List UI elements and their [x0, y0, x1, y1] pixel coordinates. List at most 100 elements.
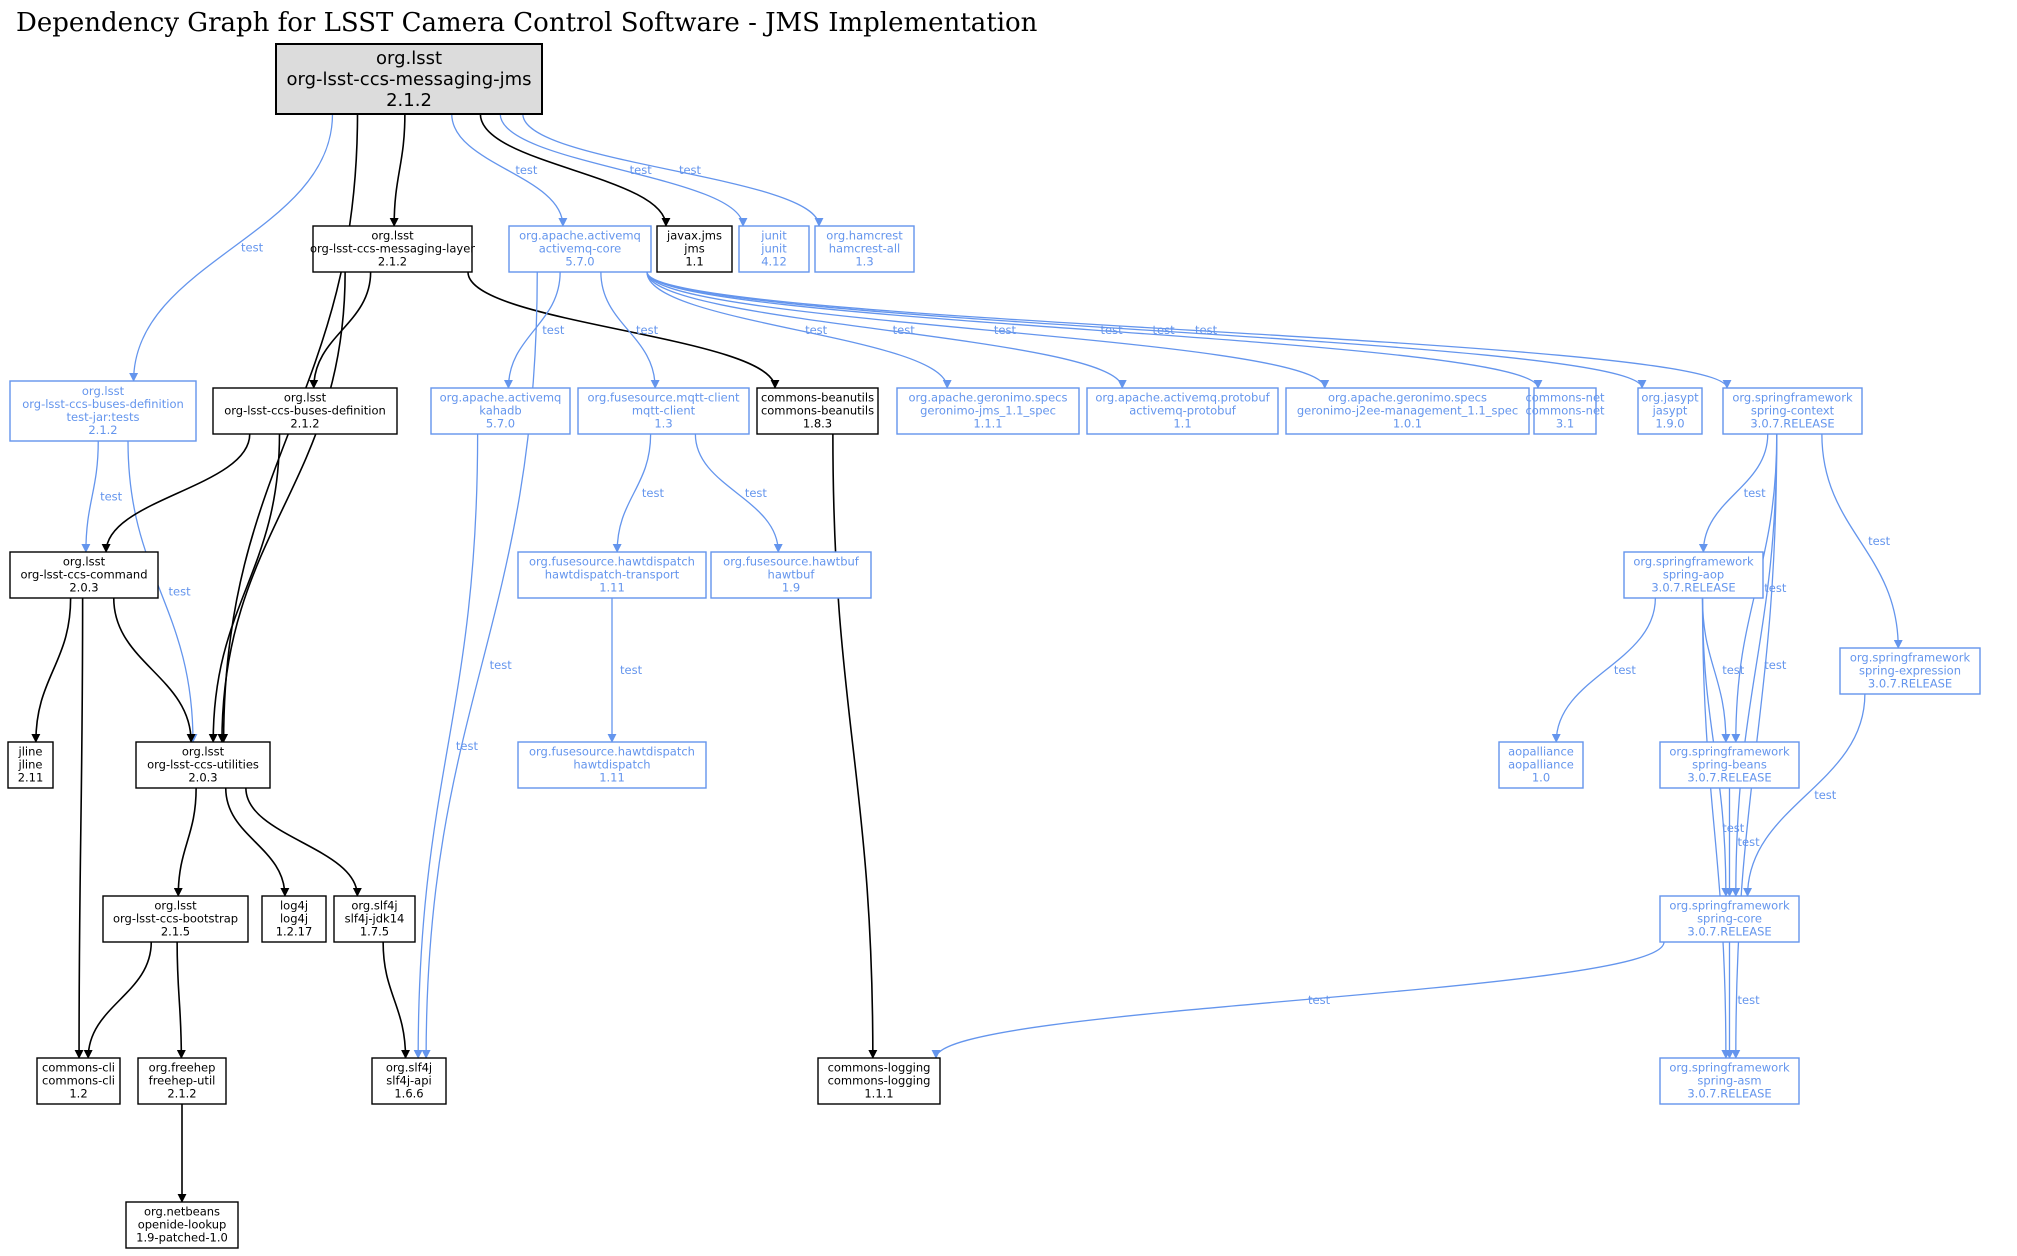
node-box-root: [275, 43, 543, 115]
edge-layer-to-beanutils: [467, 271, 780, 389]
node-root-line-0: org.lsst: [376, 48, 442, 69]
node-netbeans-line-1: openide-lookup: [138, 1218, 227, 1232]
node-kahadb-line-0: org.apache.activemq: [440, 391, 562, 405]
edge-bootstrap-to-cli: [83, 941, 153, 1059]
node-box-springcore: [1659, 895, 1800, 943]
node-hawtdispatch-line-0: org.fusesource.hawtdispatch: [529, 745, 695, 759]
node-netbeans-line-0: org.netbeans: [144, 1205, 220, 1219]
node-hdtransport-line-0: org.fusesource.hawtdispatch: [529, 555, 695, 569]
node-springbeans-line-0: org.springframework: [1669, 745, 1790, 759]
node-netbeans-line-2: 1.9-patched-1.0: [136, 1231, 228, 1245]
node-command-line-0: org.lsst: [63, 555, 106, 569]
node-beanutils-line-2: 1.8.3: [803, 417, 832, 431]
node-layer-line-2: 2.1.2: [378, 255, 407, 269]
edge-kahadb-to-slf4japi: [413, 433, 479, 1059]
edge-label-amqcore-to-slf4japi: test: [490, 658, 513, 672]
edge-label-springbeans-to-springcore: test: [1738, 835, 1761, 849]
edge-amqcore-to-protobuf: [646, 271, 1127, 389]
node-jasypt-line-1: jasypt: [1652, 404, 1688, 418]
node-log4j-line-2: 1.2.17: [276, 925, 313, 939]
edge-buses-to-utilities: [208, 433, 281, 743]
node-springbeans-line-2: 3.0.7.RELEASE: [1687, 771, 1771, 785]
edge-label-amqcore-to-jasypt: test: [1153, 323, 1176, 337]
edge-utilities-to-log4j: [224, 787, 290, 897]
node-jms-line-1: jms: [683, 242, 704, 256]
node-mqtt-line-1: mqtt-client: [632, 404, 696, 418]
node-box-aopalliance: [1498, 741, 1584, 789]
node-box-springaop: [1623, 551, 1764, 599]
edge-buses-to-command: [101, 433, 251, 553]
node-box-hamcrest: [814, 225, 915, 273]
node-root-line-1: org-lsst-ccs-messaging-jms: [286, 69, 531, 90]
edge-label-springaop-to-springbeans: test: [1722, 663, 1745, 677]
node-box-springctx: [1722, 387, 1863, 435]
node-junit-line-1: junit: [760, 242, 787, 256]
node-springctx-line-0: org.springframework: [1732, 391, 1853, 405]
node-protobuf-line-2: 1.1: [1173, 417, 1191, 431]
edge-amqcore-to-mqtt: [600, 271, 660, 389]
edge-beanutils-to-logging: [832, 433, 878, 1059]
node-springcore: org.springframeworkspring-core3.0.7.RELE…: [1659, 895, 1800, 943]
node-slf4japi-line-1: slf4j-api: [386, 1074, 431, 1088]
node-log4j-line-0: log4j: [280, 899, 308, 913]
node-logging-line-0: commons-logging: [828, 1061, 931, 1075]
node-bootstrap-line-0: org.lsst: [154, 899, 197, 913]
graph-title: Dependency Graph for LSST Camera Control…: [16, 8, 1038, 38]
node-busestest-line-2: test-jar:tests: [67, 410, 140, 424]
node-command-line-2: 2.0.3: [69, 581, 98, 595]
node-box-jms: [656, 225, 733, 273]
node-mqtt-line-0: org.fusesource.mqtt-client: [587, 391, 740, 405]
node-geronimojms-line-2: 1.1.1: [973, 417, 1002, 431]
edge-amqcore-to-kahadb: [503, 271, 561, 389]
nodes-layer: org.lsstorg-lsst-ccs-messaging-jms2.1.2o…: [7, 43, 1981, 1249]
edge-springctx-to-springcore: [1731, 433, 1778, 897]
edge-label-amqcore-to-geronimojms: test: [805, 323, 828, 337]
node-hawtdispatch-line-1: hawtdispatch: [573, 758, 650, 772]
edge-command-to-jline: [31, 597, 72, 743]
node-utilities-line-2: 2.0.3: [188, 771, 217, 785]
edge-label-amqcore-to-kahadb: test: [542, 323, 565, 337]
node-springbeans-line-1: spring-beans: [1692, 758, 1767, 772]
node-springcore-line-2: 3.0.7.RELEASE: [1687, 925, 1771, 939]
node-box-jline: [7, 741, 54, 789]
node-geronimojms: org.apache.geronimo.specsgeronimo-jms_1.…: [896, 387, 1080, 435]
node-amqcore-line-0: org.apache.activemq: [519, 229, 641, 243]
node-buses-line-2: 2.1.2: [290, 417, 319, 431]
node-logging-line-1: commons-logging: [828, 1074, 931, 1088]
node-cli-line-1: commons-cli: [42, 1074, 115, 1088]
node-springctx-line-1: spring-context: [1751, 404, 1835, 418]
node-slf4jjdk-line-0: org.slf4j: [351, 899, 397, 913]
edge-mqtt-to-hdtransport: [612, 433, 652, 553]
edge-label-amqcore-to-springctx: test: [1195, 323, 1218, 337]
node-jms-line-2: 1.1: [685, 255, 703, 269]
node-slf4jjdk-line-1: slf4j-jdk14: [345, 912, 405, 926]
node-hdtransport-line-2: 1.11: [599, 581, 625, 595]
node-box-jasypt: [1637, 387, 1703, 435]
edge-root-to-layer: [389, 113, 406, 227]
node-hawtdispatch-line-2: 1.11: [599, 771, 625, 785]
node-freehep-line-0: org.freehep: [149, 1061, 216, 1075]
node-jline-line-1: jline: [18, 758, 43, 772]
node-layer: org.lsstorg-lsst-ccs-messaging-layer2.1.…: [310, 225, 475, 273]
edge-layer-to-utilities: [217, 271, 346, 743]
edge-busestest-to-utilities: [127, 440, 198, 743]
node-logging-line-2: 1.1.1: [864, 1087, 893, 1101]
node-springcore-line-1: spring-core: [1697, 912, 1762, 926]
edge-label-springctx-to-springcore: test: [1764, 658, 1787, 672]
node-utilities-line-0: org.lsst: [182, 745, 225, 759]
node-layer-line-0: org.lsst: [371, 229, 414, 243]
node-springaop: org.springframeworkspring-aop3.0.7.RELEA…: [1623, 551, 1764, 599]
edges-layer: test test test test test test test test test test…: [31, 113, 1903, 1203]
edge-label-root-to-hamcrest: test: [679, 163, 702, 177]
node-box-mqtt: [577, 387, 750, 435]
node-aopalliance-line-1: aopalliance: [1508, 758, 1574, 772]
edge-utilities-to-slf4jjdk: [245, 787, 362, 897]
